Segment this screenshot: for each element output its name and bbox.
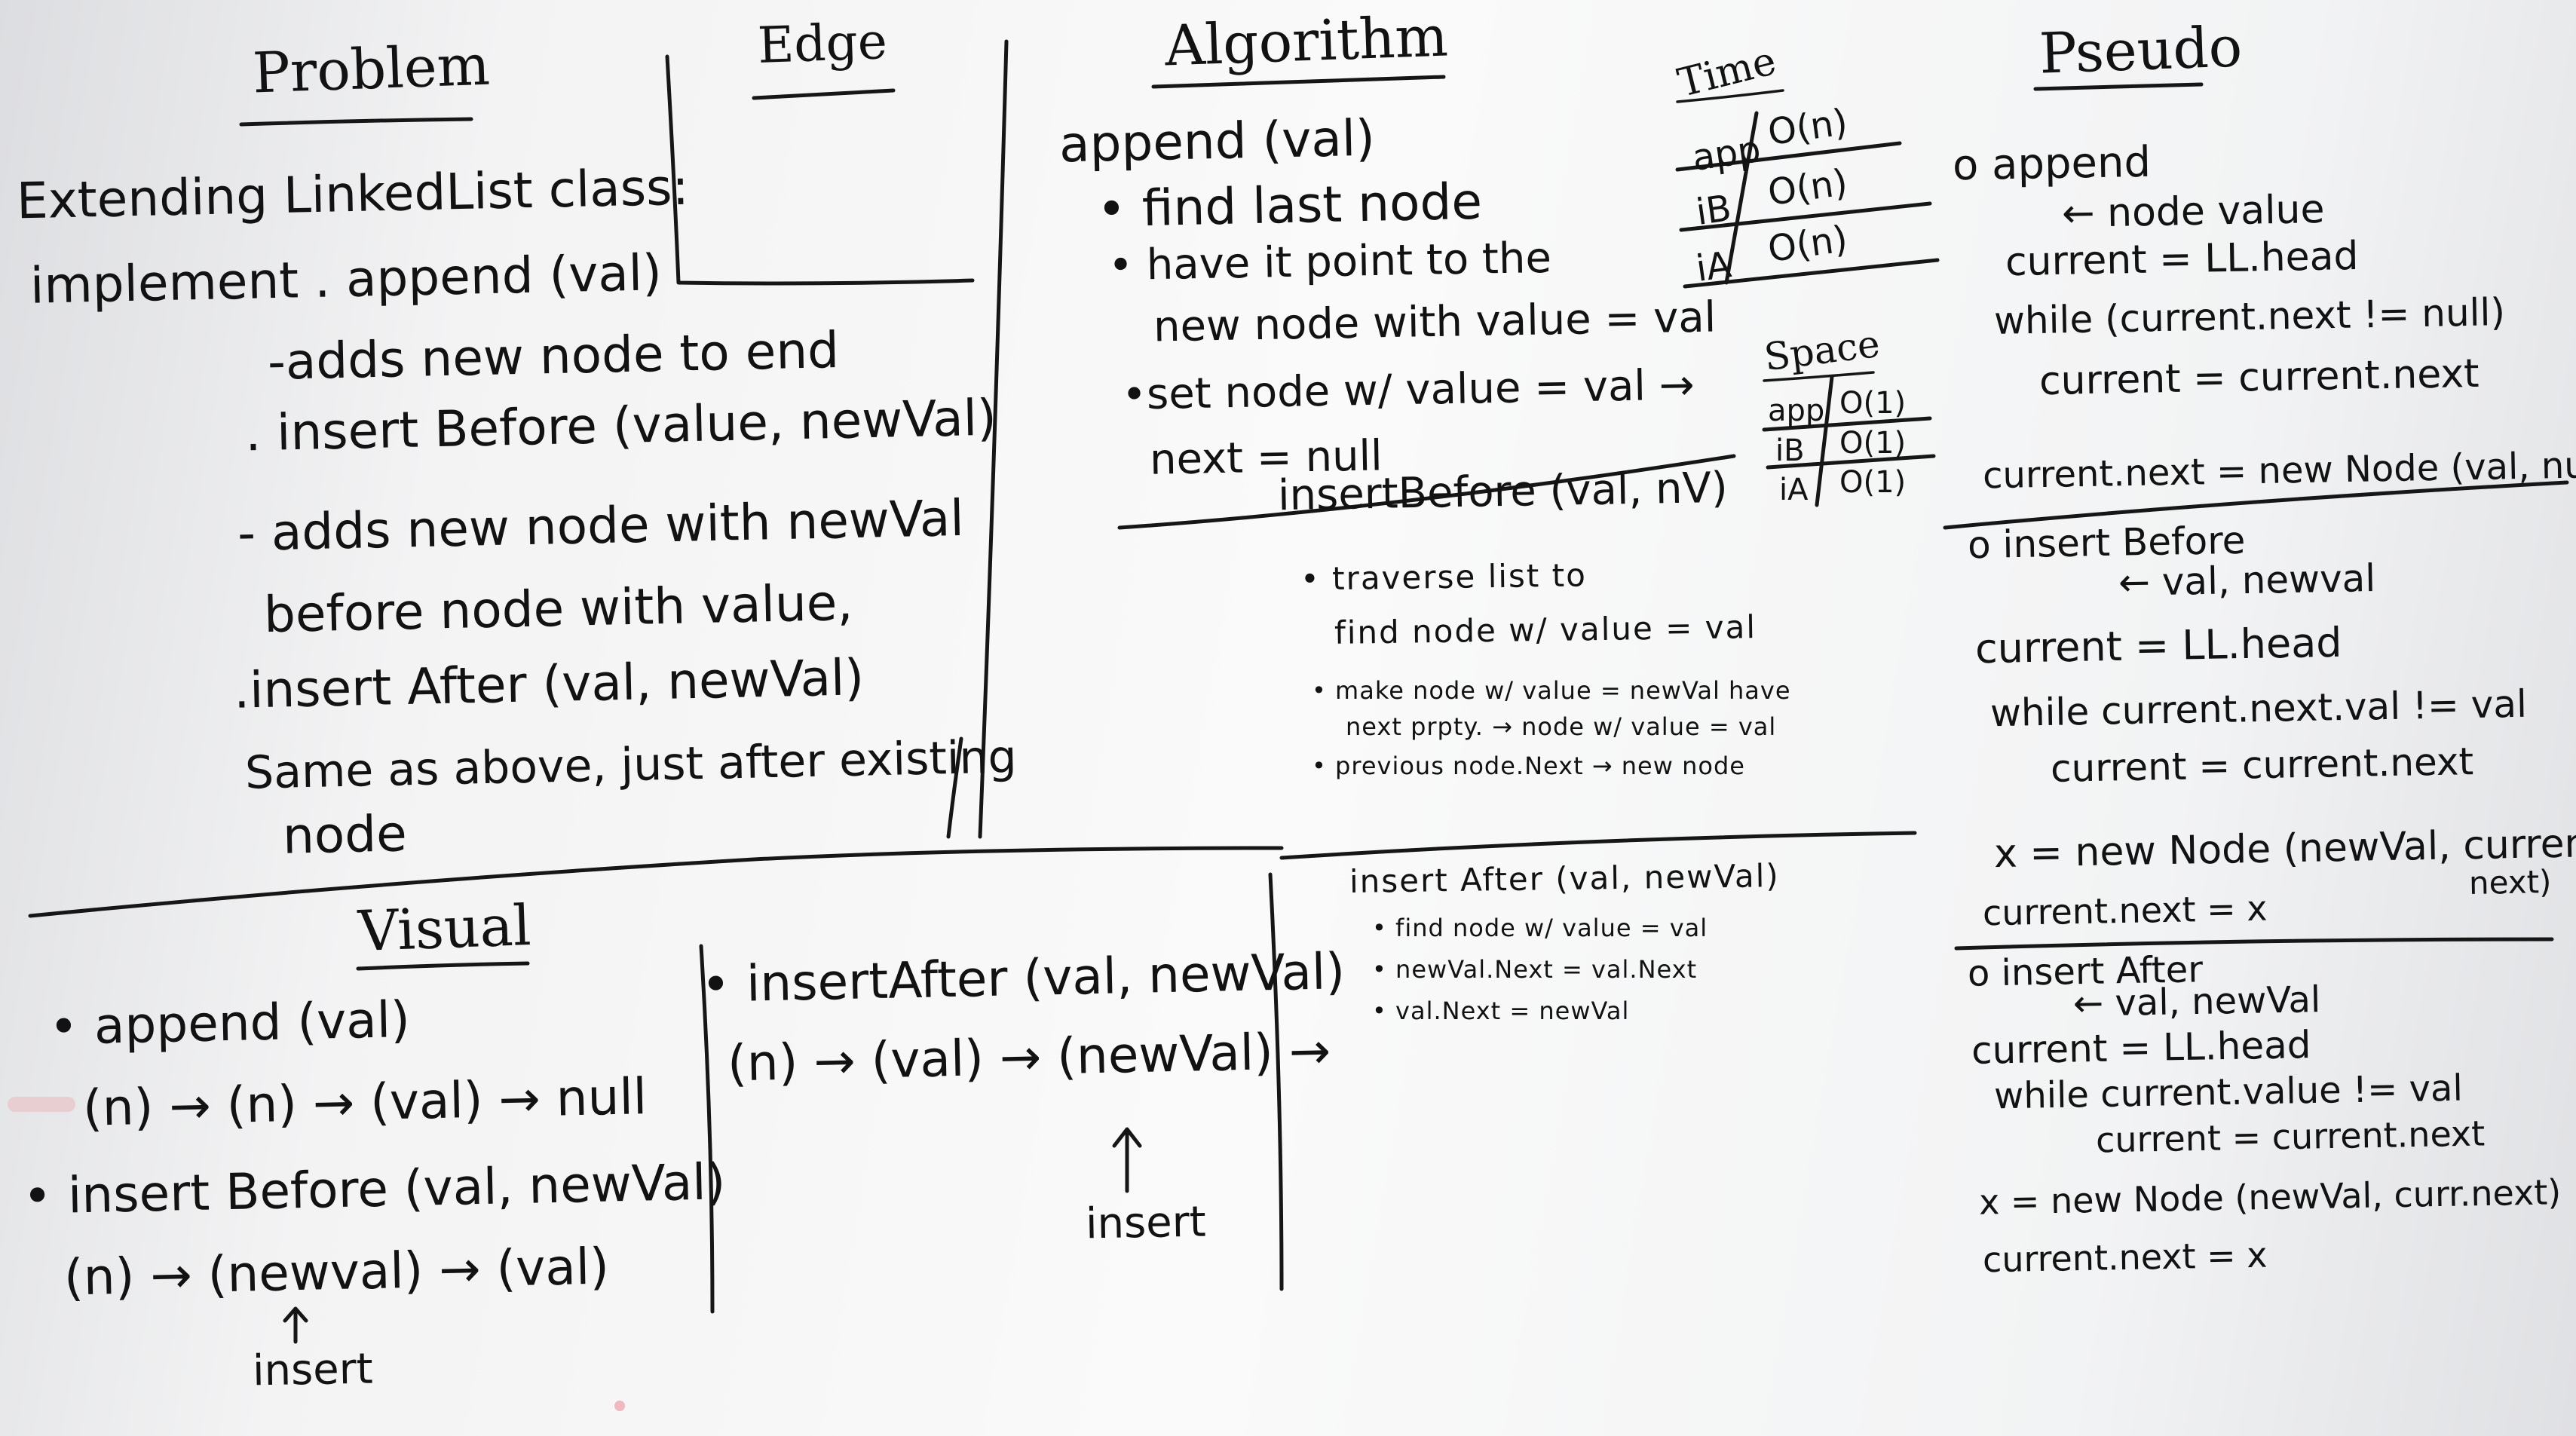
algorithm-line: new node with value = val — [1153, 292, 1717, 352]
time-method: iB — [1693, 187, 1734, 234]
marker-stain — [8, 1097, 75, 1112]
algorithm-underline — [1151, 75, 1446, 89]
algorithm-line: • val.Next = newVal — [1372, 997, 1630, 1025]
space-method: iB — [1775, 433, 1805, 468]
pseudo-line: current.next = x — [1982, 1234, 2268, 1281]
pseudo-line: ← node value — [2061, 186, 2325, 237]
heading-edge: Edge — [756, 12, 889, 75]
space-big-o: O(1) — [1839, 426, 1907, 461]
pseudo-line: next) — [2468, 863, 2552, 902]
pseudo-line: while (current.next != null) — [1993, 290, 2506, 343]
problem-line: implement . append (val) — [29, 243, 663, 315]
pseudo-line: current = current.next — [2038, 351, 2480, 405]
heading-visual: Visual — [357, 893, 532, 964]
time-big-o: O(n) — [1765, 161, 1851, 215]
visual-underline — [356, 961, 530, 971]
insert-after-arrowhead — [1112, 1127, 1142, 1148]
algorithm-line: next prpty. → node w/ value = val — [1346, 712, 1777, 741]
pseudo-line: current = LL.head — [2005, 233, 2360, 286]
visual-insert-before-marker: insert — [252, 1344, 374, 1396]
visual-insert-before-label: • insert Before (val, newVal) — [22, 1153, 727, 1226]
algorithm-line: • traverse list to — [1300, 556, 1588, 598]
heading-algorithm: Algorithm — [1163, 4, 1450, 79]
problem-line: .insert After (val, newVal) — [233, 648, 865, 720]
space-underline — [1763, 371, 1875, 382]
divider-vertical-problem — [946, 736, 963, 839]
problem-line: before node with value, — [263, 573, 854, 645]
visual-insert-after-chain: (n) → (val) → (newVal) → — [727, 1021, 1331, 1093]
algorithm-line: •set node w/ value = val → — [1121, 360, 1695, 420]
space-method: iA — [1779, 473, 1809, 507]
time-big-o: O(n) — [1765, 217, 1851, 271]
divider-visual-2 — [1268, 872, 1284, 1291]
space-big-o: O(1) — [1839, 465, 1907, 500]
time-method: app — [1689, 127, 1763, 180]
visual-insert-after-label: • insertAfter (val, newVal) — [700, 942, 1346, 1014]
space-table-row-2 — [1766, 454, 1936, 470]
algorithm-line: insert After (val, newVal) — [1349, 857, 1781, 900]
problem-line: . insert Before (value, newVal) — [244, 388, 997, 463]
algorithm-line: • have it point to the — [1107, 233, 1552, 291]
time-table-row-3 — [1683, 258, 1940, 289]
pseudo-line: ← val, newVal — [2072, 978, 2321, 1025]
time-big-o: O(n) — [1765, 100, 1851, 155]
pseudo-line: current = LL.head — [1971, 1023, 2311, 1073]
divider-vertical-main — [978, 39, 1009, 839]
algorithm-line: insertBefore (val, nV) — [1277, 463, 1729, 521]
algorithm-line: • make node w/ value = newVal have — [1312, 676, 1791, 705]
divider-algorithm-1 — [1117, 454, 1736, 530]
time-underline — [1676, 89, 1784, 103]
algorithm-line: • newVal.Next = val.Next — [1372, 955, 1698, 984]
algorithm-line: • previous node.Next → new node — [1312, 752, 1745, 780]
algorithm-line: find node w/ value = val — [1334, 608, 1757, 651]
marker-dot — [614, 1401, 625, 1411]
pseudo-underline — [2033, 82, 2204, 91]
edge-left-bracket — [665, 54, 975, 286]
pseudo-line: current.next = x — [1982, 887, 2268, 934]
pseudo-line: o append — [1952, 137, 2152, 191]
problem-line: Extending LinkedList class: — [16, 158, 690, 231]
algorithm-line: append (val) — [1058, 109, 1376, 174]
time-table-col — [1724, 111, 1759, 285]
divider-algorithm-2 — [1279, 831, 1917, 860]
visual-append-chain: (n) → (n) → (val) → null — [82, 1067, 648, 1137]
space-table-row-1 — [1762, 416, 1932, 432]
heading-problem: Problem — [251, 32, 492, 106]
pseudo-line: current.next = new Node (val, null) — [1982, 443, 2576, 498]
problem-underline — [239, 117, 473, 127]
time-method: iA — [1693, 243, 1734, 290]
pseudo-line: ← val, newval — [2118, 556, 2376, 605]
space-method: app — [1768, 393, 1825, 428]
divider-visual-1 — [699, 944, 715, 1314]
pseudo-line: x = new Node (newVal, curr.next) — [1978, 1171, 2562, 1223]
problem-line: node — [282, 804, 408, 865]
pseudo-line: current = current.next — [2050, 739, 2474, 791]
divider-horizontal-left — [28, 846, 1284, 918]
algorithm-line: • find last node — [1096, 172, 1483, 239]
visual-insert-before-chain: (n) → (newval) → (val) — [63, 1237, 610, 1307]
divider-pseudo-1 — [1943, 480, 2569, 530]
pseudo-line: o insert Before — [1967, 518, 2246, 568]
time-table-row-1 — [1675, 141, 1902, 172]
visual-insert-after-marker: insert — [1085, 1197, 1207, 1249]
pseudo-line: current = current.next — [2095, 1113, 2486, 1161]
space-big-o: O(1) — [1839, 386, 1907, 421]
problem-line: -adds new node to end — [267, 321, 840, 391]
time-table-row-2 — [1679, 201, 1932, 232]
pseudo-line: while current.next.val != val — [1989, 681, 2528, 736]
edge-underline — [752, 88, 896, 100]
pseudo-line: while current.value != val — [1993, 1067, 2464, 1118]
problem-line: - adds new node with newVal — [237, 488, 965, 563]
space-table-col — [1815, 375, 1834, 507]
visual-append-label: • append (val) — [48, 990, 411, 1057]
algorithm-line: • find node w/ value = val — [1372, 914, 1708, 942]
insert-before-arrowhead — [283, 1306, 308, 1323]
pseudo-line: current = LL.head — [1974, 618, 2343, 673]
heading-pseudo: Pseudo — [2038, 14, 2244, 87]
divider-pseudo-2 — [1954, 937, 2554, 951]
